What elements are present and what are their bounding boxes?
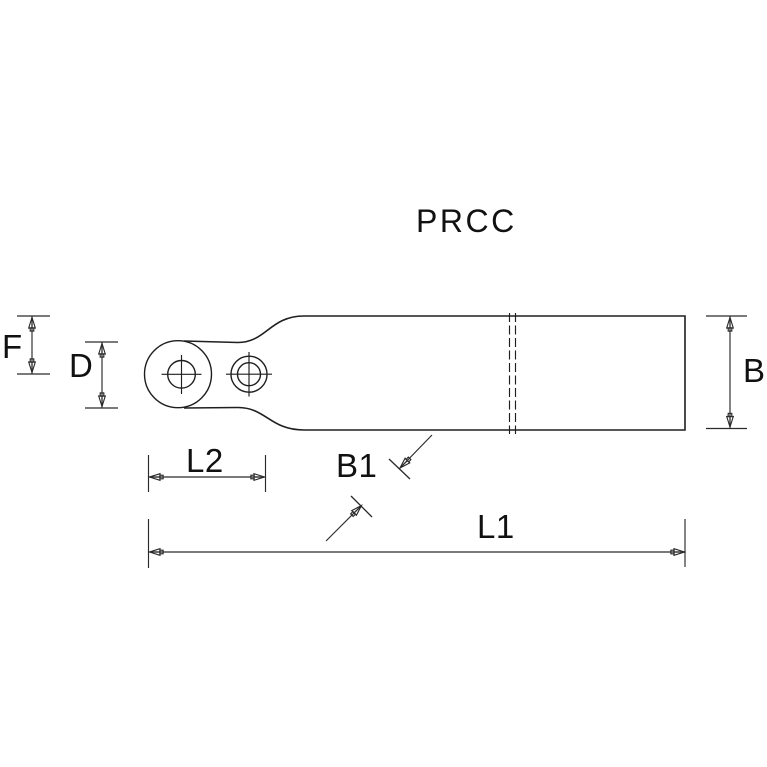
drawing-title: PRCC bbox=[416, 203, 517, 239]
part-view bbox=[143, 313, 686, 434]
arrowhead-up-right bbox=[348, 502, 365, 519]
dimension-D bbox=[85, 341, 118, 409]
dim-label-b1: B1 bbox=[336, 447, 378, 484]
arrowhead-down-left bbox=[397, 455, 413, 471]
dimension-B bbox=[706, 315, 747, 430]
part-outline bbox=[183, 315, 686, 431]
dimension-L2 bbox=[147, 455, 267, 492]
eye-boss-circle bbox=[143, 340, 213, 409]
dim-label-l1: L1 bbox=[477, 508, 515, 545]
bolt-hole-crosshair bbox=[226, 352, 272, 397]
dim-label-l2: L2 bbox=[186, 442, 224, 479]
extension-tick-upper bbox=[388, 458, 411, 480]
eye-hole-crosshair bbox=[161, 355, 202, 394]
dimension-F bbox=[17, 315, 50, 375]
dim-label-b: B bbox=[743, 352, 766, 389]
dim-label-f: F bbox=[2, 328, 23, 365]
dimension-B1 bbox=[325, 434, 433, 542]
dim-label-d: D bbox=[69, 347, 94, 384]
break-lines bbox=[508, 313, 517, 434]
dimension-L1 bbox=[147, 519, 686, 568]
